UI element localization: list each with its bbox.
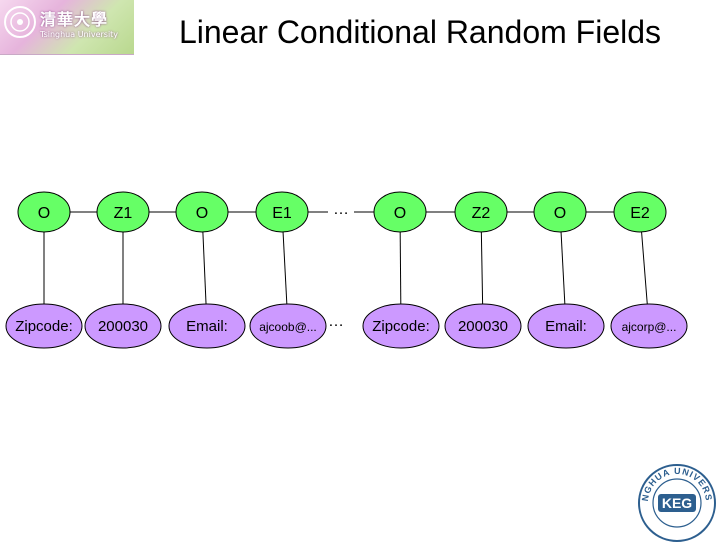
observation-label: Email: xyxy=(545,318,587,335)
logo-name: 清華大學 xyxy=(40,10,109,29)
state-label: E1 xyxy=(272,205,292,222)
observation-node xyxy=(362,303,440,349)
state-node xyxy=(533,191,587,233)
badge-text: KEG xyxy=(662,495,692,511)
observation-node xyxy=(5,303,83,349)
state-node xyxy=(255,191,309,233)
observation-layer: Zipcode: 200030 Email: ajcoob@... Zipcode: 20… xyxy=(5,303,688,349)
observation-label: 200030 xyxy=(458,318,508,335)
state-label: O xyxy=(554,205,566,222)
state-node xyxy=(613,191,667,233)
observation-label: ajcorp@... xyxy=(622,320,677,334)
observation-node xyxy=(84,303,162,349)
observation-node xyxy=(168,303,246,349)
state-label: Z2 xyxy=(472,205,491,222)
observation-label: Zipcode: xyxy=(15,318,73,335)
state-node xyxy=(96,191,150,233)
observation-label: ajcoob@... xyxy=(259,320,317,334)
state-label: O xyxy=(394,205,406,222)
state-label: O xyxy=(196,205,208,222)
state-layer: O Z1 O E1 O Z2 O E2 xyxy=(17,191,667,233)
keg-badge-icon: TSINGHUA UNIVERSITY KEG xyxy=(636,462,716,542)
logo-subtitle: Tsinghua University xyxy=(40,30,119,39)
observation-node xyxy=(444,303,522,349)
observation-ellipsis: … xyxy=(328,313,344,330)
state-ellipsis: … xyxy=(333,201,349,218)
observation-node xyxy=(527,303,605,349)
extras-layer: …… xyxy=(328,201,349,330)
state-label: Z1 xyxy=(114,205,133,222)
observation-label: Zipcode: xyxy=(372,318,430,335)
slide-title: Linear Conditional Random Fields xyxy=(178,14,662,50)
state-node xyxy=(454,191,508,233)
observation-label: 200030 xyxy=(98,318,148,335)
state-node xyxy=(373,191,427,233)
observation-node xyxy=(610,303,688,349)
state-label: O xyxy=(38,205,50,222)
state-node xyxy=(17,191,71,233)
tsinghua-logo: 清華大學 Tsinghua University xyxy=(0,0,134,55)
state-node xyxy=(175,191,229,233)
observation-node xyxy=(249,303,327,349)
observation-label: Email: xyxy=(186,318,228,335)
emblem-icon xyxy=(4,6,36,38)
state-label: E2 xyxy=(630,205,650,222)
